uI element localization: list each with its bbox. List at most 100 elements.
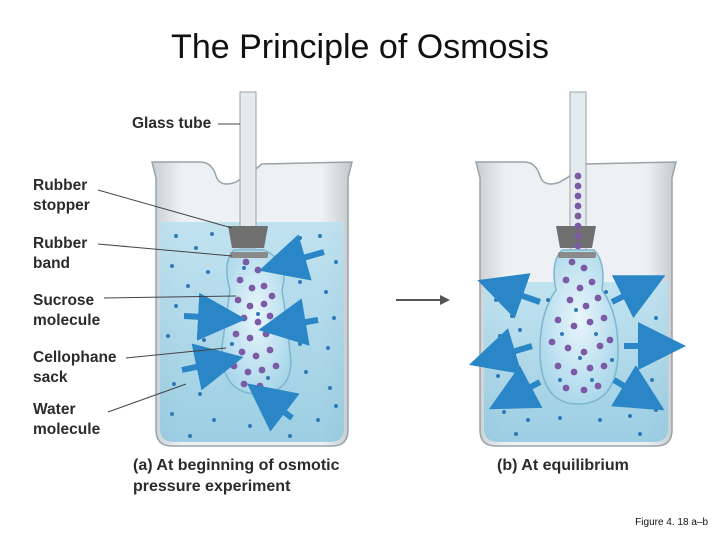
sucrose-molecule: [238, 348, 246, 356]
water-molecule: [174, 234, 178, 238]
water-molecule: [628, 414, 632, 418]
caption-a: (a) At beginning of osmotic pressure exp…: [133, 455, 340, 497]
water-molecule: [638, 298, 642, 302]
figure-reference: Figure 4. 18 a–b: [635, 517, 708, 528]
label-line: Rubber: [33, 177, 88, 194]
water-molecule: [206, 300, 210, 304]
water-molecule: [598, 418, 602, 422]
water-molecule: [498, 334, 502, 338]
label-line: Sucrose: [33, 292, 95, 309]
water-molecule: [590, 378, 594, 382]
label-line: band: [33, 255, 71, 272]
water-molecule: [318, 234, 322, 238]
beaker-b: [469, 91, 686, 447]
water-molecule: [574, 308, 578, 312]
water-molecule: [174, 304, 178, 308]
label-rubber-band: Rubber band: [33, 234, 87, 274]
sucrose-molecule: [246, 302, 254, 310]
water-molecule: [172, 382, 176, 386]
sucrose-molecule: [594, 294, 602, 302]
sucrose-molecule: [580, 264, 588, 272]
label-glass-tube: Glass tube: [132, 115, 212, 132]
sucrose-molecule: [268, 292, 276, 300]
sucrose-molecule: [606, 336, 614, 344]
sucrose-molecule: [580, 386, 588, 394]
water-molecule: [298, 280, 302, 284]
sucrose-molecule: [272, 326, 280, 334]
water-molecule: [170, 412, 174, 416]
water-molecule: [334, 260, 338, 264]
sucrose-molecule: [240, 314, 248, 322]
sucrose-molecule: [554, 316, 562, 324]
rubber-band-b: [558, 252, 596, 258]
water-molecule: [186, 284, 190, 288]
water-molecule: [334, 404, 338, 408]
label-line: Cellophane: [33, 349, 117, 366]
water-molecule: [654, 408, 658, 412]
sucrose-molecule: [260, 300, 268, 308]
water-molecule: [188, 434, 192, 438]
water-molecule: [604, 290, 608, 294]
water-molecule: [210, 232, 214, 236]
water-molecule: [304, 370, 308, 374]
water-molecule: [558, 378, 562, 382]
water-molecule: [170, 264, 174, 268]
bidirectional-arrows-b: [469, 273, 686, 411]
water-molecule: [316, 418, 320, 422]
water-molecule: [654, 316, 658, 320]
sucrose-molecule: [252, 352, 260, 360]
sucrose-molecule: [254, 266, 262, 274]
water-molecule: [510, 314, 514, 318]
water-molecule: [494, 298, 498, 302]
water-molecule: [266, 376, 270, 380]
water-molecule: [650, 378, 654, 382]
water-molecule: [248, 424, 252, 428]
caption-b: (b) At equilibrium: [497, 457, 629, 474]
caption-line: (a) At beginning of osmotic: [133, 457, 340, 474]
water-molecule: [206, 270, 210, 274]
sucrose-molecule: [588, 278, 596, 286]
sucrose-molecule: [240, 380, 248, 388]
sucrose-molecule: [236, 276, 244, 284]
sucrose-molecule: [576, 284, 584, 292]
sucrose-molecule: [600, 314, 608, 322]
water-molecule: [578, 356, 582, 360]
water-molecule: [332, 316, 336, 320]
water-molecule: [496, 374, 500, 378]
leader-lines: [97, 123, 240, 413]
sucrose-molecule: [574, 242, 582, 250]
sucrose-molecule: [266, 312, 274, 320]
page-title: The Principle of Osmosis: [171, 28, 549, 66]
sucrose-molecule: [242, 258, 250, 266]
sucrose-molecule: [260, 282, 268, 290]
sucrose-molecule: [254, 318, 262, 326]
label-line: molecule: [33, 312, 101, 329]
label-line: Rubber: [33, 235, 88, 252]
glass-tube-a: [239, 91, 257, 249]
sucrose-molecule: [570, 368, 578, 376]
label-sucrose-molecule: Sucrose molecule: [33, 291, 100, 331]
water-molecule: [166, 334, 170, 338]
sucrose-molecule: [594, 382, 602, 390]
sucrose-molecule: [574, 222, 582, 230]
label-line: sack: [33, 369, 68, 386]
label-line: molecule: [33, 421, 101, 438]
label-line: Water: [33, 401, 76, 418]
sucrose-molecule: [574, 212, 582, 220]
water-molecule: [212, 418, 216, 422]
sucrose-molecule: [262, 330, 270, 338]
sucrose-molecule: [582, 302, 590, 310]
sucrose-molecule: [574, 192, 582, 200]
sucrose-molecule: [574, 172, 582, 180]
water-molecule: [656, 334, 660, 338]
sucrose-molecule: [600, 362, 608, 370]
sucrose-molecule: [258, 366, 266, 374]
water-molecule: [242, 266, 246, 270]
water-molecule: [296, 302, 300, 306]
water-molecule: [558, 416, 562, 420]
sucrose-molecule: [554, 362, 562, 370]
sucrose-molecule: [230, 362, 238, 370]
water-molecule: [298, 342, 302, 346]
sucrose-molecule: [232, 330, 240, 338]
water-molecule: [202, 338, 206, 342]
